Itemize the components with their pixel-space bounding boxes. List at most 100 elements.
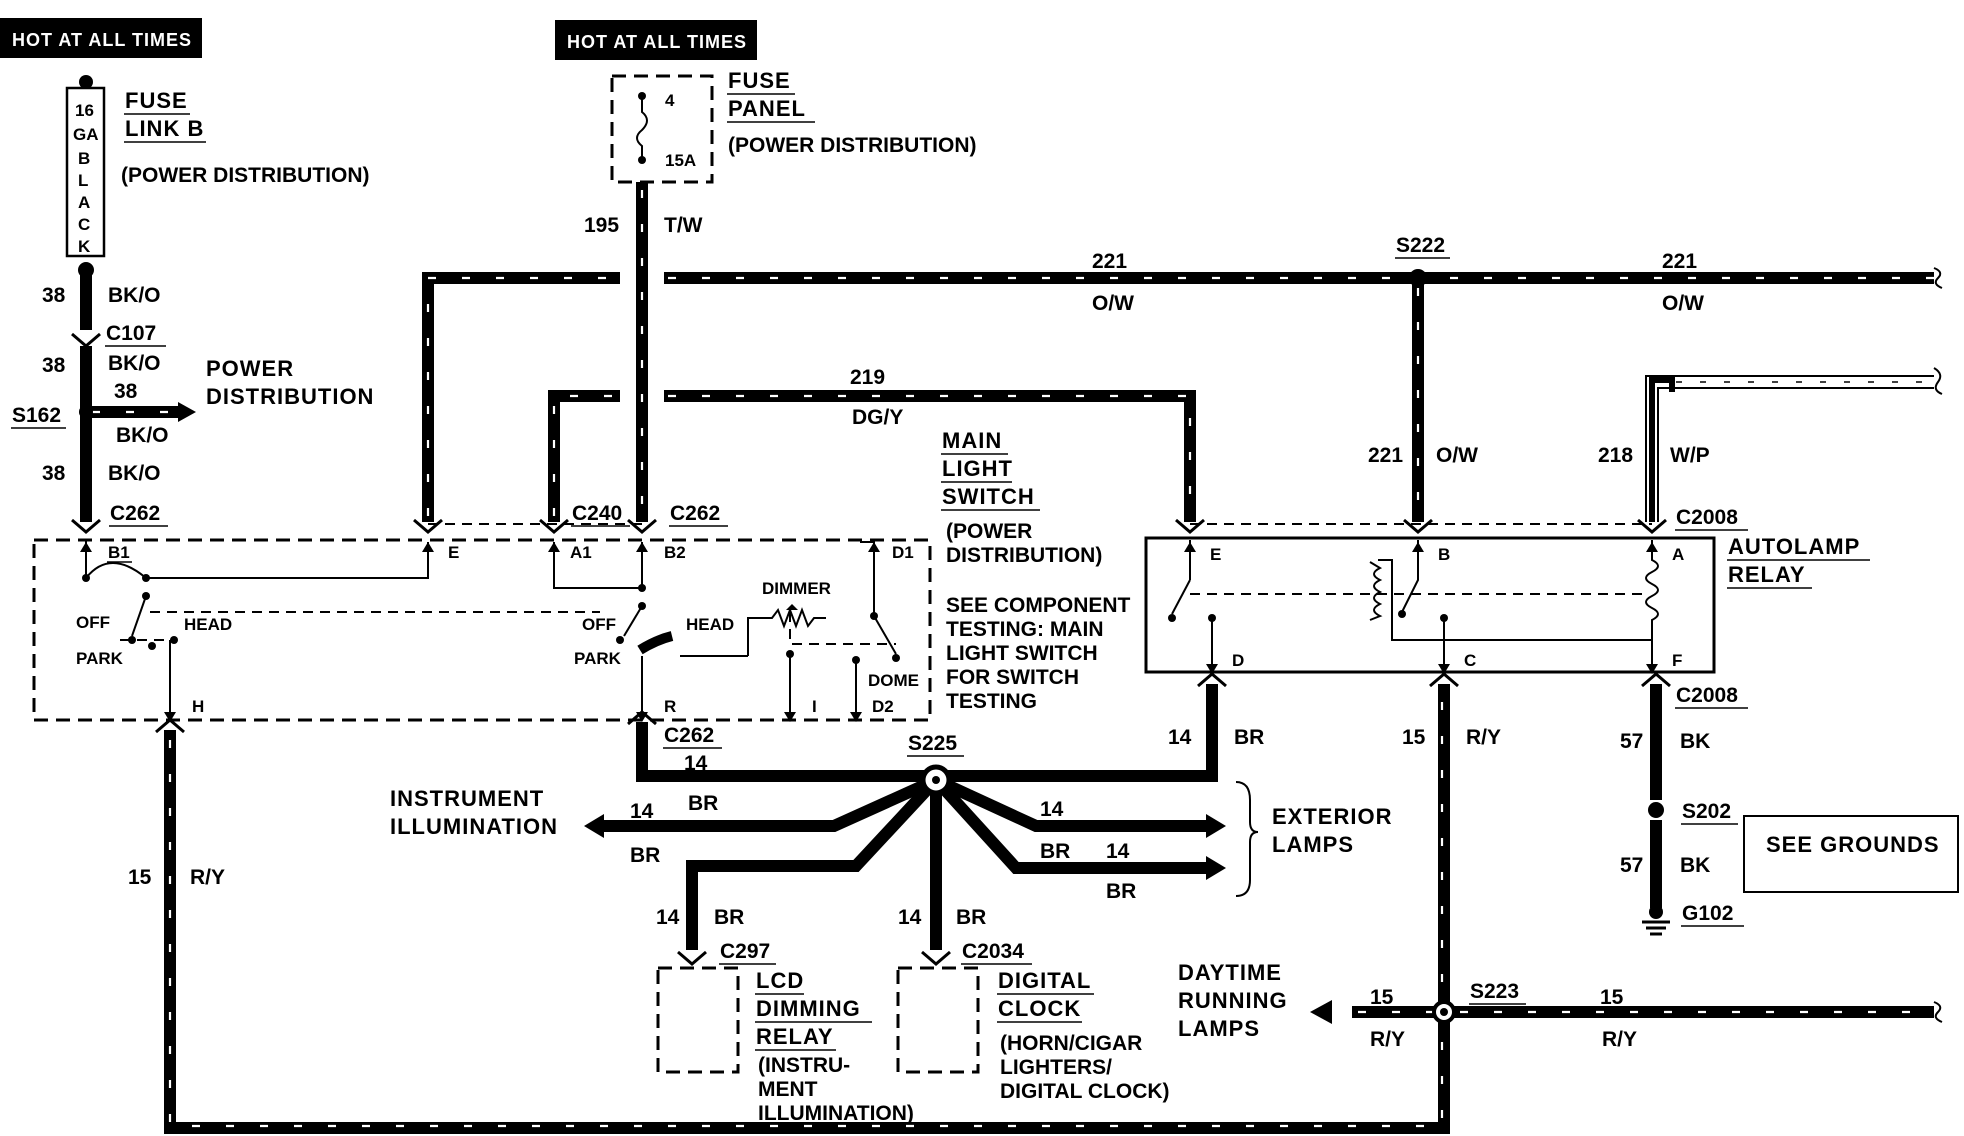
label-15-b: 15 [128,866,152,889]
pin-r: R [664,697,676,716]
svg-text:15A: 15A [665,151,696,170]
svg-text:K: K [78,237,91,256]
svg-text:GA: GA [73,125,99,144]
label-195: 195 [584,214,619,237]
relay-pin-e: E [1210,545,1221,564]
label-bko-d: BK/O [108,462,161,485]
svg-text:4: 4 [665,91,675,110]
label-ry-a: R/Y [1466,726,1501,749]
pos-dimmer: DIMMER [762,579,831,598]
lcd-sub-3: ILLUMINATION) [758,1102,914,1125]
clock-1: DIGITAL [998,968,1091,993]
fuse-panel-sub: (POWER DISTRIBUTION) [728,134,976,157]
relay-pin-b: B [1438,545,1450,564]
splice-s222 [1409,269,1427,287]
label-c2034: C2034 [962,940,1024,963]
pin-a1: A1 [570,543,592,562]
label-14-c: 14 [630,800,654,823]
label-ry-d: R/Y [1602,1028,1637,1051]
svg-text:L: L [78,171,88,190]
label-38-b: 38 [42,354,66,377]
label-218: 218 [1598,444,1633,467]
pin-i: I [812,697,817,716]
fuse-link-title-1: FUSE [125,88,188,113]
fuse-panel-title-1: FUSE [728,68,791,93]
pos-off-center: OFF [582,615,616,634]
splice-s162 [79,405,93,419]
fuse-link-sub: (POWER DISTRIBUTION) [121,164,369,187]
label-c240: C240 [572,502,622,525]
exterior-1: EXTERIOR [1272,804,1392,829]
label-bko-b: BK/O [108,352,161,375]
pos-park-left: PARK [76,649,124,668]
autolamp-relay-box [1144,536,1716,674]
relay-pin-c: C [1464,651,1476,670]
label-c107: C107 [106,322,156,345]
label-14-b: 14 [1168,726,1192,749]
label-ry-c: R/Y [1370,1028,1405,1051]
daytime-1: DAYTIME [1178,960,1282,985]
exterior-arrow-1-icon [1206,814,1226,838]
label-br-b: BR [688,792,718,815]
power-distribution-1: POWER [206,356,294,381]
label-br-g: BR [956,906,986,929]
label-15-a: 15 [1402,726,1426,749]
instrument-arrow-icon [584,814,604,838]
pin-b1: B1 [108,543,130,562]
label-g102: G102 [1682,902,1733,925]
clock-2: CLOCK [998,996,1081,1021]
wires [80,182,1934,1134]
main-switch-sub-1: (POWER [946,520,1032,543]
main-switch-title-2: LIGHT [942,456,1013,481]
label-14-g: 14 [898,906,922,929]
pos-dome: DOME [868,671,919,690]
label-s162: S162 [12,404,61,427]
main-switch-sub-2: DISTRIBUTION) [946,544,1102,567]
wire-break-icon [1933,367,1943,395]
header-center-bg [555,20,757,60]
main-light-switch-box [32,538,932,722]
label-14-d: 14 [1040,798,1064,821]
pin-d1: D1 [892,543,914,562]
svg-text:A: A [78,193,90,212]
label-bko-a: BK/O [108,284,161,307]
wire-break-icon [1933,1001,1943,1023]
label-221-a: 221 [1092,250,1127,273]
lcd-sub-1: (INSTRU- [758,1054,850,1077]
see-grounds: SEE GROUNDS [1766,832,1940,857]
label-s202: S202 [1682,800,1731,823]
svg-text:B: B [78,149,90,168]
label-14-a: 14 [684,752,708,775]
label-38-a: 38 [42,284,66,307]
pos-head-center: HEAD [686,615,734,634]
label-wp: W/P [1670,444,1710,467]
label-ry-b: R/Y [190,866,225,889]
svg-text:C: C [78,215,90,234]
label-c2008-bottom: C2008 [1676,684,1738,707]
label-221-b: 221 [1662,250,1697,273]
label-c262-center: C262 [670,502,720,525]
autolamp-title-2: RELAY [1728,562,1806,587]
header-left-bg [0,18,202,58]
pin-e: E [448,543,459,562]
label-38-c: 38 [114,380,138,403]
power-distribution-arrow-icon [178,402,196,422]
pin-b2: B2 [664,543,686,562]
exterior-2: LAMPS [1272,832,1354,857]
fuse-panel: 4 15A [610,74,714,184]
lcd-sub-2: MENT [758,1078,818,1101]
main-switch-see-2: TESTING: MAIN [946,618,1104,641]
daytime-3: LAMPS [1178,1016,1260,1041]
svg-text:16: 16 [75,101,94,120]
exterior-lamps-bracket [1235,781,1259,897]
header-left: HOT AT ALL TIMES [12,30,192,50]
label-57-a: 57 [1620,730,1643,753]
instrument-1: INSTRUMENT [390,786,544,811]
digital-clock-box [896,966,980,1074]
clock-sub-1: (HORN/CIGAR [1000,1032,1142,1055]
daytime-arrow-icon [1310,1000,1332,1024]
label-ow-c: O/W [1436,444,1478,467]
main-switch-title-1: MAIN [942,428,1002,453]
label-ow-a: O/W [1092,292,1134,315]
